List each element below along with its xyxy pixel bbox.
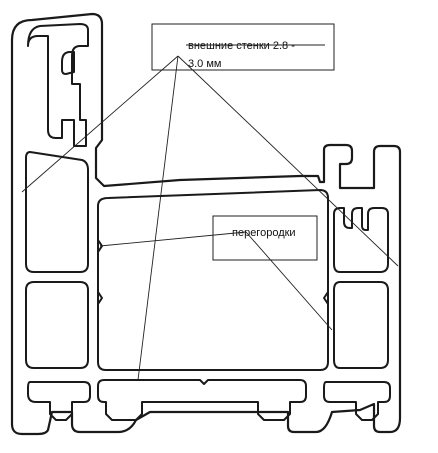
walls-label-line2: 3.0 мм [188,58,221,70]
walls-callout-box [151,23,335,71]
center-notch-right [323,291,329,305]
hook-slot [61,51,75,75]
base-foot-left [27,381,91,421]
chamber-right-bottom [333,281,389,369]
partitions-leader-left [99,231,247,247]
partitions-label: перегородки [232,227,296,239]
walls-leader-right [177,55,399,267]
partitions-callout-box [212,215,318,261]
base-foot-right [323,381,391,421]
walls-leader-bottom [137,55,179,381]
hook-channel [27,23,89,147]
base-foot-center-left [97,379,307,421]
partitions-leader-right [245,231,333,331]
chamber-left-bottom [25,281,89,369]
walls-label-line1: внешние стенки 2.8 - [188,40,295,52]
chamber-left-top [25,151,89,273]
chamber-right-comb [333,207,389,273]
chamber-center [97,189,329,371]
walls-leader-left [21,55,179,193]
profile-outer-contour [10,12,402,436]
center-notch-left-2 [97,291,103,305]
